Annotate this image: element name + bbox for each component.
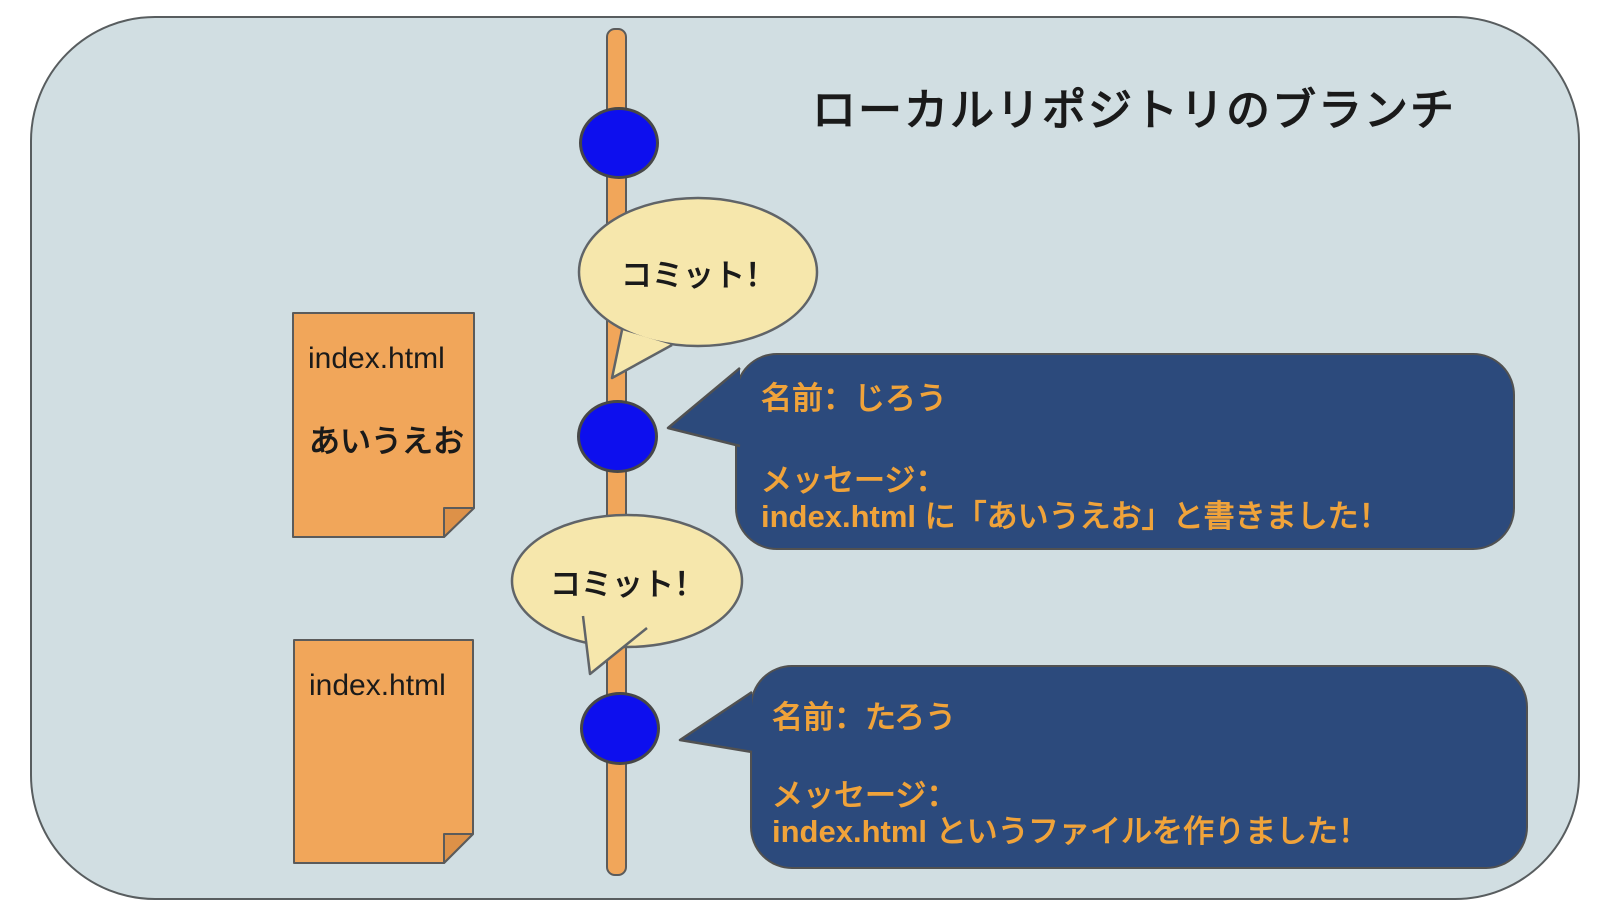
commit-author: 名前：じろう (761, 381, 947, 416)
file-card-1: index.html あいうえお (292, 312, 475, 538)
commit-message-1: 名前：じろう メッセージ： index.html に「あいうえお」と書きました！ (735, 353, 1515, 550)
message-tail-shape (666, 367, 741, 448)
commit-callout-2-shape (510, 513, 744, 676)
diagram-title: ローカルリポジトリのブランチ (812, 86, 1456, 135)
file-fold-corner (443, 507, 475, 538)
file-page-shape (292, 312, 475, 538)
commit-author: 名前：たろう (772, 700, 957, 735)
commit-node-3 (580, 692, 660, 765)
commit-message-body: index.html に「あいうえお」と書きました！ (761, 499, 1390, 534)
commit-callout-2-label: コミット！ (550, 567, 705, 602)
file-card-2: index.html (293, 639, 474, 864)
commit-callout-1-shape (577, 196, 819, 380)
callout-ellipse (577, 196, 819, 348)
callout-tail (581, 615, 648, 676)
callout-tail (610, 329, 673, 380)
commit-node-1 (579, 107, 659, 179)
file-page-shape (293, 639, 474, 864)
message-bubble-tail (666, 367, 741, 448)
commit-message-2: 名前：たろう メッセージ： index.html というファイルを作りました！ (750, 665, 1528, 869)
file-name: index.html (309, 669, 446, 702)
commit-message-label: メッセージ： (772, 778, 958, 813)
file-name: index.html (308, 342, 445, 375)
commit-callout-1-label: コミット！ (621, 258, 776, 293)
commit-message-body: index.html というファイルを作りました！ (772, 814, 1370, 849)
message-bubble-tail (678, 690, 753, 754)
callout-ellipse (510, 513, 744, 649)
commit-message-label: メッセージ： (761, 463, 947, 498)
commit-node-2 (577, 400, 658, 473)
file-fold-corner (443, 833, 474, 864)
file-content: あいうえお (309, 424, 464, 459)
message-tail-shape (678, 690, 753, 754)
